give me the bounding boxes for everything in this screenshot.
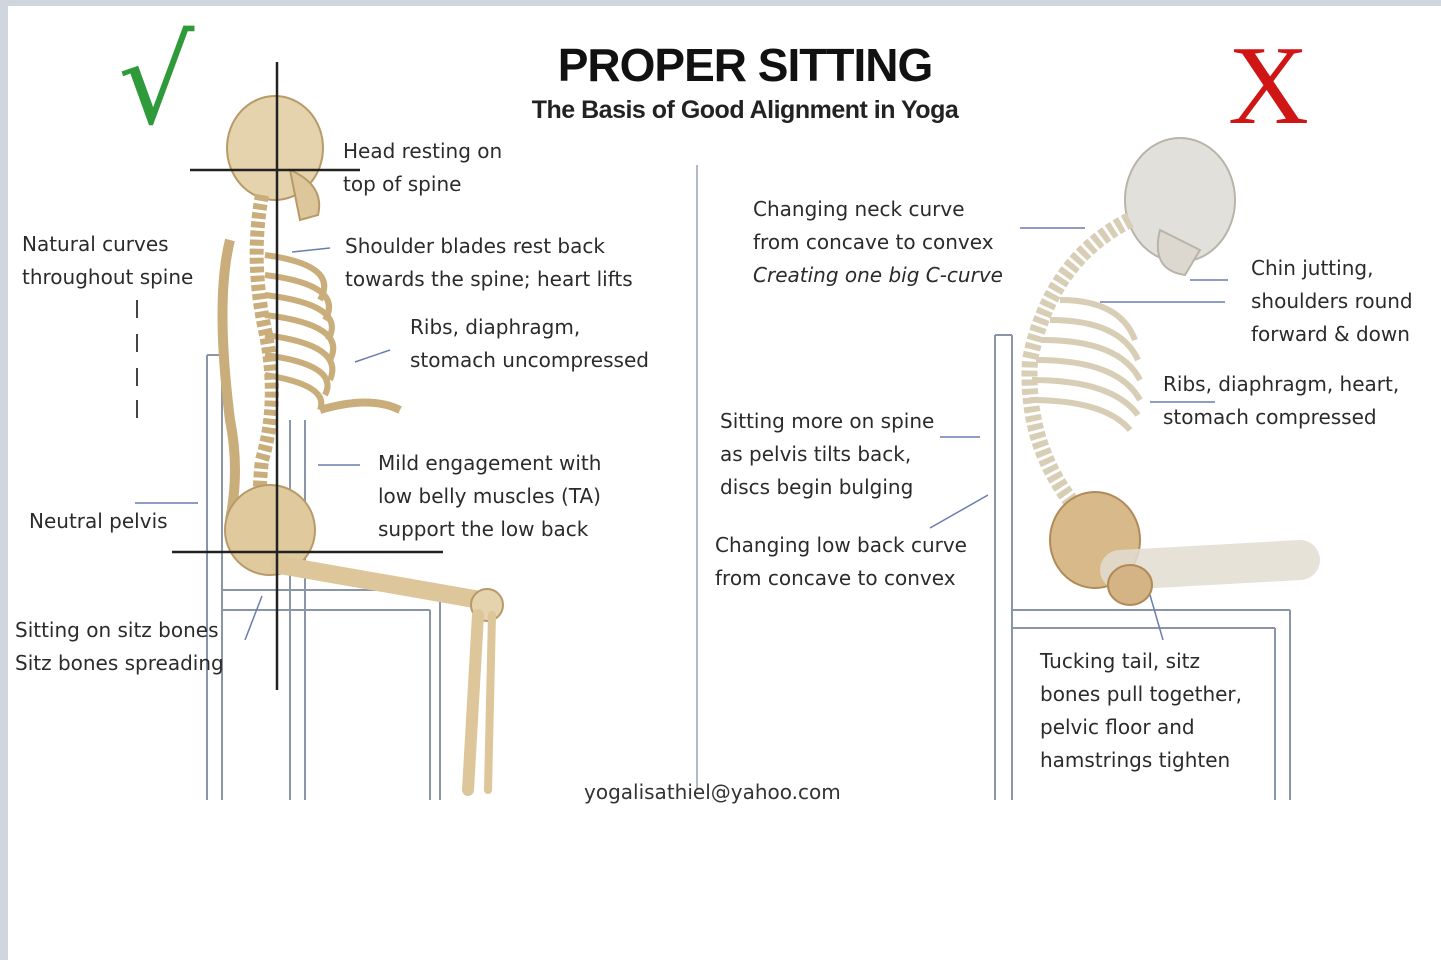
- label-tucking-tail: Tucking tail, sitz bones pull together, …: [1040, 645, 1242, 777]
- label-ribs-compressed: Ribs, diaphragm, heart, stomach compress…: [1163, 368, 1399, 434]
- cross-mark-icon: X: [1228, 30, 1309, 142]
- label-chin-jutting: Chin jutting, shoulders round forward & …: [1251, 252, 1413, 351]
- page-title: PROPER SITTING: [0, 38, 1441, 92]
- page-subtitle: The Basis of Good Alignment in Yoga: [0, 96, 1441, 125]
- label-c-curve: Creating one big C-curve: [753, 259, 1003, 292]
- contact-email: yogalisathiel@yahoo.com: [584, 780, 841, 804]
- label-sitting-on-spine: Sitting more on spine as pelvis tilts ba…: [720, 405, 934, 504]
- label-ribs-uncompressed: Ribs, diaphragm, stomach uncompressed: [410, 311, 649, 377]
- label-head-resting: Head resting on top of spine: [343, 135, 502, 201]
- label-neck-curve: Changing neck curve from concave to conv…: [753, 193, 994, 259]
- label-low-belly: Mild engagement with low belly muscles (…: [378, 447, 601, 546]
- label-shoulder-blades: Shoulder blades rest back towards the sp…: [345, 230, 633, 296]
- label-low-back-curve: Changing low back curve from concave to …: [715, 529, 967, 595]
- label-sitz-bones: Sitting on sitz bones Sitz bones spreadi…: [15, 614, 224, 680]
- label-natural-curves: Natural curves throughout spine: [22, 228, 193, 294]
- check-mark-icon: √: [118, 18, 194, 148]
- label-neutral-pelvis: Neutral pelvis: [29, 505, 168, 538]
